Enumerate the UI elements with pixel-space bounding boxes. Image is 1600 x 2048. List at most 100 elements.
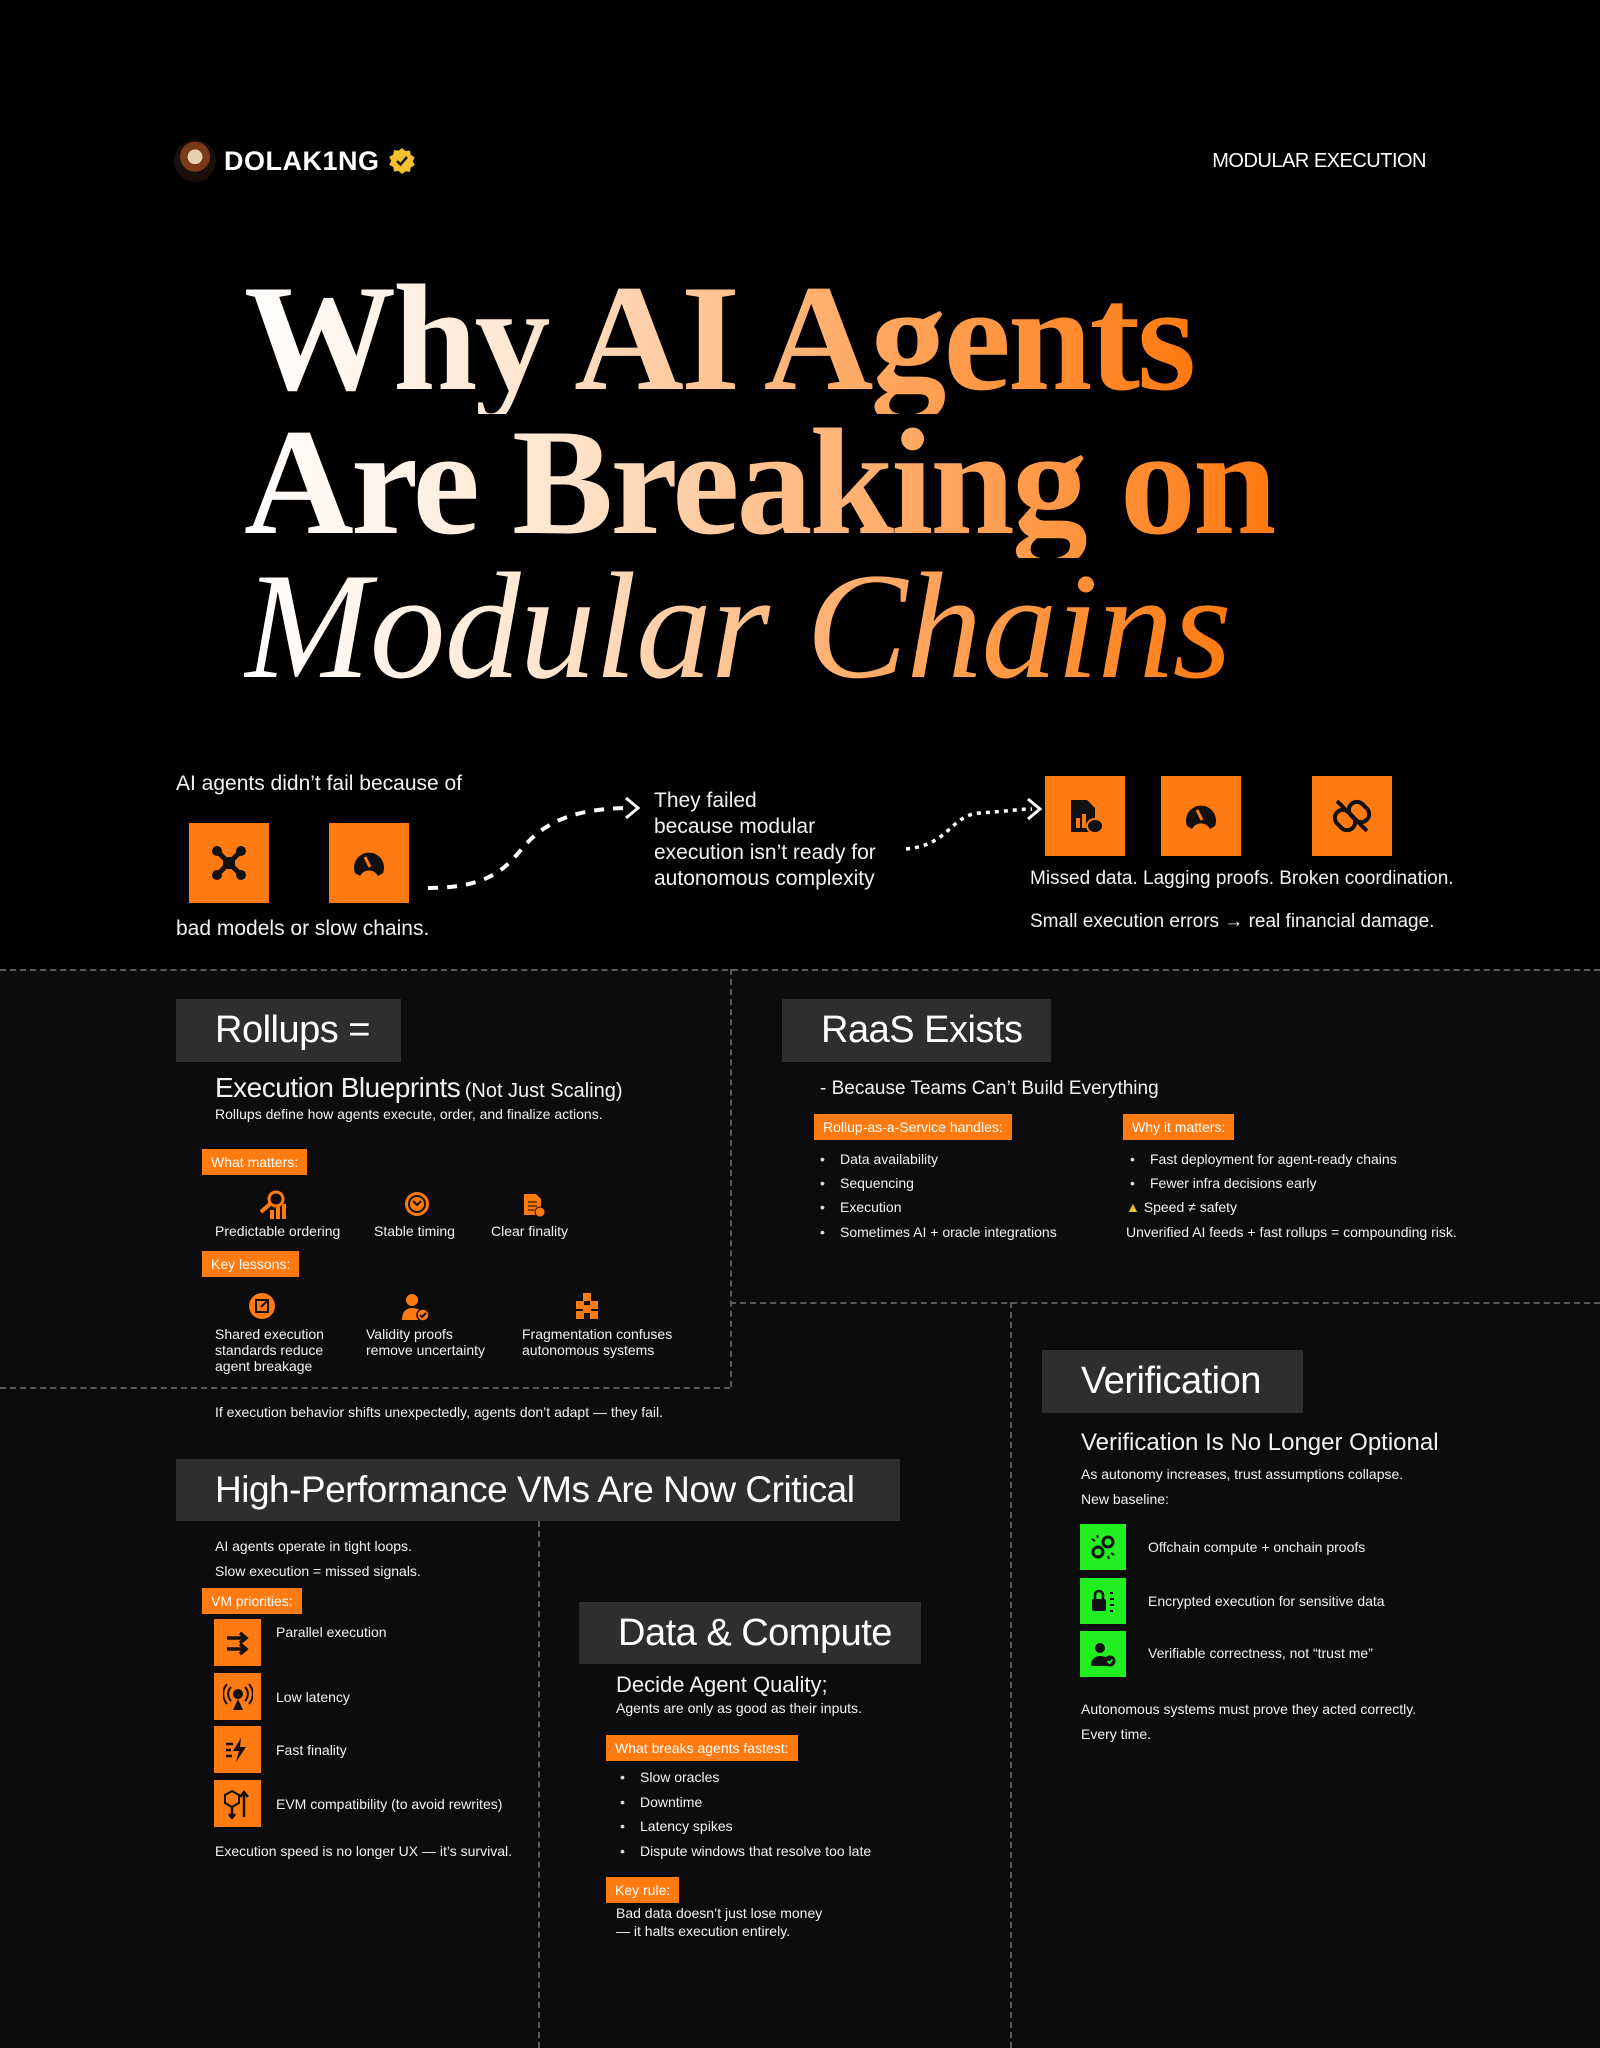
drone-icon	[212, 846, 246, 880]
speedometer-icon	[354, 852, 384, 876]
title-line-3: Modular Chains	[244, 542, 1232, 710]
verification-footer-2: Every time.	[1081, 1726, 1152, 1742]
intro-left-top: AI agents didn’t fail because of	[176, 772, 463, 795]
broken-coordination-icon-box	[1312, 776, 1392, 856]
speedometer-icon	[1186, 805, 1216, 829]
handles-item: Sometimes AI + oracle integrations	[820, 1224, 1057, 1240]
raas-heading: RaaS Exists	[782, 999, 1051, 1062]
broken-link-icon	[1332, 799, 1372, 833]
broadcast-icon	[222, 1682, 253, 1710]
clock-icon	[405, 1192, 429, 1216]
key-rule-text: Bad data doesn’t just lose money — it ha…	[616, 1904, 822, 1940]
divider	[538, 1521, 540, 2048]
dotted-arrow-2	[905, 797, 1043, 851]
latency-icon-box	[214, 1673, 261, 1720]
dotted-arrow-1	[427, 796, 641, 890]
rollups-desc: Rollups define how agents execute, order…	[215, 1106, 603, 1122]
priority-item: Parallel execution	[276, 1624, 387, 1640]
warning-text: Speed ≠ safety	[1143, 1199, 1238, 1215]
lesson-item: Validity proofs remove uncertainty	[366, 1326, 485, 1358]
brand-name: DOLAK1NG	[224, 145, 380, 176]
lock-icon	[1092, 1589, 1114, 1612]
lesson-line: autonomous systems	[522, 1342, 655, 1358]
title-line-1: Why AI Agents	[244, 254, 1196, 422]
what-matters-tag: What matters:	[202, 1149, 308, 1175]
key-rule-tag: Key rule:	[606, 1877, 680, 1903]
verified-badge-icon	[388, 148, 415, 174]
intro-middle: They failed because modular execution is…	[654, 788, 876, 892]
matters-item: Clear finality	[491, 1223, 569, 1239]
vms-footer: Execution speed is no longer UX — it’s s…	[215, 1843, 512, 1859]
rollups-subtitle-note: (Not Just Scaling)	[464, 1080, 623, 1102]
key-rule-line: — it halts execution entirely.	[616, 1923, 791, 1939]
parallel-arrows-icon	[226, 1631, 249, 1655]
rollups-subtitle: Execution Blueprints (Not Just Scaling)	[215, 1072, 623, 1104]
what-breaks-tag: What breaks agents fastest:	[606, 1735, 798, 1761]
verification-item: Encrypted execution for sensitive data	[1148, 1593, 1385, 1609]
search-chart-icon	[259, 1190, 286, 1219]
offchain-icon-box	[1080, 1524, 1126, 1570]
why-item: Fast deployment for agent-ready chains	[1130, 1151, 1397, 1167]
matters-item: Stable timing	[374, 1223, 455, 1239]
breaks-item: Dispute windows that resolve too late	[620, 1843, 871, 1859]
intro-right-line-2: Small execution errors → real financial …	[1030, 911, 1435, 932]
verification-subtitle: Verification Is No Longer Optional	[1081, 1429, 1439, 1456]
title-line-2: Are Breaking on	[244, 398, 1277, 566]
raas-risk: Unverified AI feeds + fast rollups = com…	[1126, 1224, 1457, 1240]
speed-icon-box	[329, 823, 409, 903]
verification-line-1: As autonomy increases, trust assumptions…	[1081, 1466, 1404, 1482]
key-lessons-tag: Key lessons:	[202, 1251, 300, 1277]
lesson-item: Shared execution standards reduce agent …	[215, 1326, 324, 1374]
share-icon	[249, 1293, 275, 1319]
user-check-icon	[1091, 1643, 1116, 1667]
matters-item: Predictable ordering	[215, 1223, 341, 1239]
lesson-line: Validity proofs	[366, 1326, 453, 1342]
breaks-item: Slow oracles	[620, 1769, 719, 1785]
divider	[0, 1387, 730, 1389]
user-check-icon	[402, 1294, 430, 1322]
intro-left-bottom: bad models or slow chains.	[176, 917, 430, 940]
divider	[0, 969, 1600, 971]
model-icon-box	[189, 823, 269, 903]
handles-item: Data availability	[820, 1151, 938, 1167]
parallel-icon-box	[214, 1619, 261, 1666]
verification-item: Verifiable correctness, not “trust me”	[1148, 1645, 1373, 1661]
verification-item: Offchain compute + onchain proofs	[1148, 1539, 1366, 1555]
finality-icon-box	[214, 1726, 261, 1773]
lesson-line: standards reduce	[215, 1342, 324, 1358]
why-matters-tag: Why it matters:	[1123, 1114, 1235, 1140]
priority-item: Low latency	[276, 1689, 350, 1705]
handles-item: Execution	[820, 1199, 901, 1215]
raas-subtitle: - Because Teams Can’t Build Everything	[820, 1078, 1159, 1099]
lesson-line: agent breakage	[215, 1358, 313, 1374]
document-chart-icon	[1071, 800, 1104, 834]
intro-middle-line: execution isn’t ready for	[654, 841, 876, 864]
lesson-line: Shared execution	[215, 1326, 324, 1342]
handles-item: Sequencing	[820, 1175, 914, 1191]
verification-footer-1: Autonomous systems must prove they acted…	[1081, 1701, 1417, 1717]
intro-right-line-1: Missed data. Lagging proofs. Broken coor…	[1030, 868, 1454, 889]
divider	[730, 969, 732, 1387]
rollups-heading: Rollups =	[176, 999, 401, 1062]
vms-line-2: Slow execution = missed signals.	[215, 1563, 421, 1579]
verification-heading: Verification	[1042, 1350, 1303, 1413]
data-compute-heading: Data & Compute	[579, 1602, 921, 1664]
cubes-icon	[576, 1293, 598, 1319]
priority-item: EVM compatibility (to avoid rewrites)	[276, 1796, 503, 1812]
intro-middle-line: They failed	[654, 789, 757, 812]
brand: DOLAK1NG	[174, 140, 416, 182]
rollups-subtitle-main: Execution Blueprints	[215, 1072, 461, 1103]
vms-heading: High-Performance VMs Are Now Critical	[176, 1459, 900, 1521]
lesson-item: Fragmentation confuses autonomous system…	[522, 1326, 672, 1358]
lagging-proofs-icon-box	[1161, 776, 1241, 856]
document-check-icon	[524, 1194, 546, 1218]
data-compute-desc: Agents are only as good as their inputs.	[616, 1700, 862, 1716]
warning-icon: ▲	[1126, 1199, 1140, 1215]
priority-item: Fast finality	[276, 1742, 347, 1758]
encrypted-icon-box	[1080, 1578, 1126, 1624]
warning-line: ▲ Speed ≠ safety	[1126, 1199, 1237, 1215]
breaks-item: Latency spikes	[620, 1818, 733, 1834]
divider	[730, 1302, 1600, 1304]
rollups-footer: If execution behavior shifts unexpectedl…	[215, 1404, 664, 1420]
correctness-icon-box	[1080, 1631, 1126, 1677]
